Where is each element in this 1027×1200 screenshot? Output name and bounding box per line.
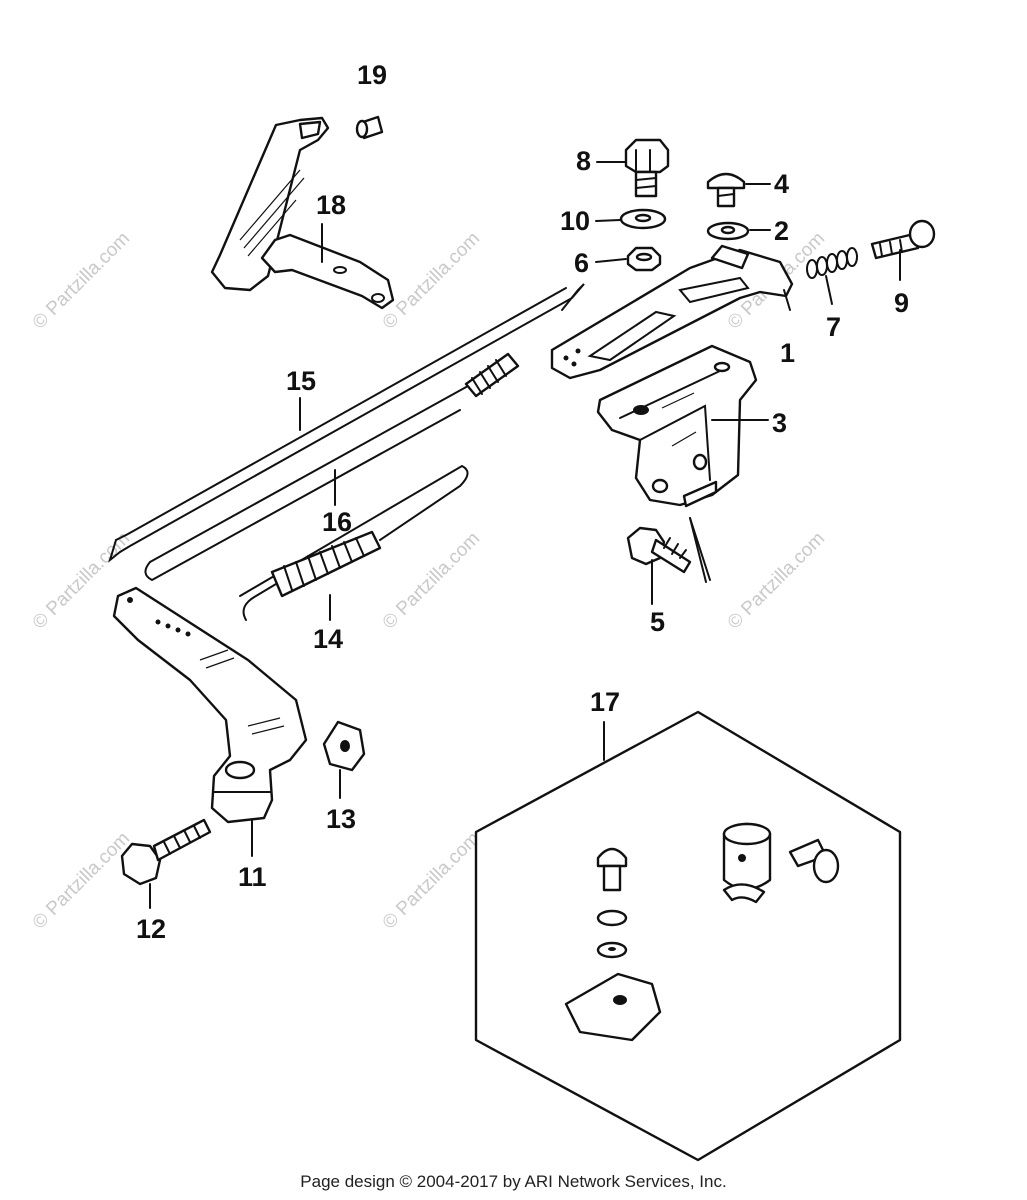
part-10-washer[interactable] [619,208,667,230]
part-18-arm[interactable] [210,116,395,310]
callout-17: 17 [590,687,620,717]
part-6-nut[interactable] [626,246,662,272]
leader-lines [149,161,901,909]
part-2-washer[interactable] [706,221,750,241]
callout-18: 18 [316,190,346,220]
callout-5: 5 [650,607,665,637]
callout-9: 9 [894,288,909,318]
callout-10: 10 [560,206,590,236]
part-11-arm[interactable] [112,586,308,824]
watermark: © Partzilla.com [379,828,484,933]
callout-11: 11 [238,862,267,892]
part-9-screw[interactable] [870,219,936,260]
page-footer: Page design © 2004-2017 by ARI Network S… [300,1172,727,1191]
callout-2: 2 [774,216,789,246]
part-14-spring[interactable] [239,464,469,621]
callout-15: 15 [286,366,316,396]
callout-labels: 19 18 8 4 10 2 6 9 7 1 3 15 16 14 5 17 1… [136,60,909,944]
callout-13: 13 [326,804,356,834]
part-1-lever[interactable] [550,244,794,380]
part-3-bracket[interactable] [596,344,758,508]
callout-4: 4 [774,169,789,199]
part-16-wire[interactable] [144,352,520,582]
part-15-rod[interactable] [108,283,585,563]
watermark: © Partzilla.com [379,228,484,333]
callout-16: 16 [322,507,352,537]
part-4-screw[interactable] [706,172,746,208]
part-12-bolt[interactable] [120,818,212,886]
callout-12: 12 [136,914,166,944]
part-5-bolt[interactable] [626,517,711,583]
watermark: © Partzilla.com [379,528,484,633]
callout-3: 3 [772,408,787,438]
callout-19: 19 [357,60,387,90]
part-7-spring[interactable] [806,247,858,279]
callout-14: 14 [313,624,343,654]
part-13-nut[interactable] [322,720,366,772]
watermark: © Partzilla.com [29,828,134,933]
callout-1: 1 [780,338,795,368]
part-8-bolt[interactable] [624,138,670,198]
callout-8: 8 [576,146,591,176]
callout-6: 6 [574,248,589,278]
part-17-kit[interactable] [474,710,902,1162]
callout-7: 7 [826,312,841,342]
part-19-bushing[interactable] [355,115,384,140]
watermark: © Partzilla.com [724,528,829,633]
watermark: © Partzilla.com [29,228,134,333]
